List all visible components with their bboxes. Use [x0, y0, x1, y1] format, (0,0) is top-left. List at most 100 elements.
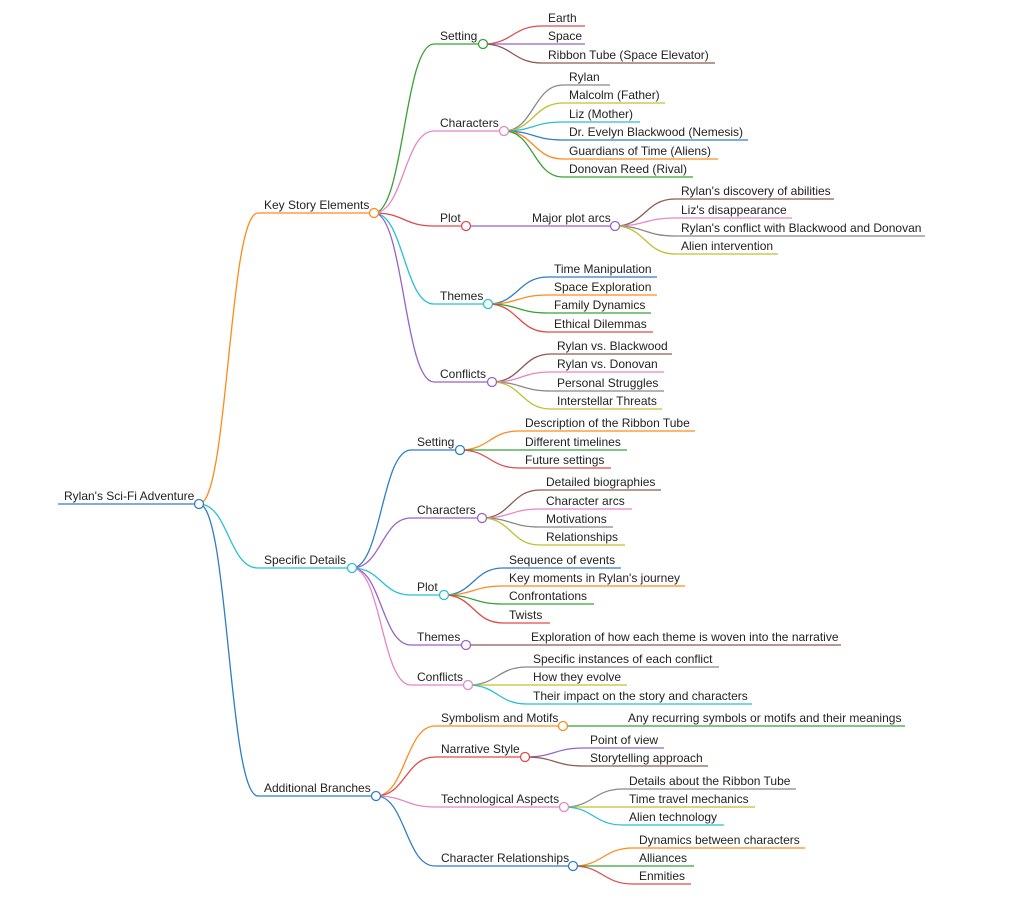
node-label: Donovan Reed (Rival) — [569, 162, 687, 176]
node-key-story-elements[interactable]: Key Story Elements — [258, 198, 380, 219]
collapse-toggle-icon[interactable] — [346, 562, 358, 574]
node-label: Alliances — [639, 851, 687, 865]
node-rylan-s-sci-fi-adventure[interactable]: Rylan's Sci-Fi Adventure — [58, 489, 205, 510]
collapse-toggle-icon[interactable] — [519, 751, 531, 763]
node-storytelling-approach[interactable]: Storytelling approach — [584, 751, 708, 767]
node-label: Setting — [417, 435, 454, 449]
node-label: Rylan — [569, 70, 600, 84]
node-label: Symbolism and Motifs — [441, 711, 558, 725]
node-technological-aspects[interactable]: Technological Aspects — [435, 792, 570, 813]
node-future-settings[interactable]: Future settings — [519, 453, 611, 469]
node-rylan-vs-blackwood[interactable]: Rylan vs. Blackwood — [551, 339, 672, 355]
node-rylan-s-conflict-with-blackwood-and-donovan[interactable]: Rylan's conflict with Blackwood and Dono… — [675, 221, 925, 237]
node-rylan[interactable]: Rylan — [563, 70, 610, 86]
node-twists[interactable]: Twists — [503, 608, 550, 624]
node-narrative-style[interactable]: Narrative Style — [435, 742, 531, 763]
collapse-toggle-icon[interactable] — [462, 679, 474, 691]
node-ribbon-tube-space-elevator[interactable]: Ribbon Tube (Space Elevator) — [542, 48, 715, 64]
collapse-toggle-icon[interactable] — [454, 444, 466, 456]
node-malcolm-father[interactable]: Malcolm (Father) — [563, 88, 665, 104]
collapse-toggle-icon[interactable] — [498, 125, 510, 137]
node-liz-s-disappearance[interactable]: Liz's disappearance — [675, 203, 792, 219]
node-guardians-of-time-aliens[interactable]: Guardians of Time (Aliens) — [563, 144, 718, 160]
node-label: Setting — [440, 29, 477, 43]
node-label: Character arcs — [546, 494, 625, 508]
node-their-impact-on-the-story-and-characters[interactable]: Their impact on the story and characters — [527, 689, 752, 705]
node-dynamics-between-characters[interactable]: Dynamics between characters — [633, 833, 805, 849]
node-conflicts[interactable]: Conflicts — [434, 367, 498, 388]
node-label: Character Relationships — [441, 851, 569, 865]
collapse-toggle-icon[interactable] — [476, 512, 488, 524]
node-confrontations[interactable]: Confrontations — [503, 589, 594, 605]
node-label: Additional Branches — [264, 781, 371, 795]
collapse-toggle-icon[interactable] — [368, 207, 380, 219]
node-earth[interactable]: Earth — [542, 11, 585, 27]
node-family-dynamics[interactable]: Family Dynamics — [548, 298, 651, 314]
node-themes[interactable]: Themes — [434, 289, 494, 310]
node-how-they-evolve[interactable]: How they evolve — [527, 670, 627, 686]
node-donovan-reed-rival[interactable]: Donovan Reed (Rival) — [563, 162, 693, 178]
node-personal-struggles[interactable]: Personal Struggles — [551, 376, 664, 392]
collapse-toggle-icon[interactable] — [370, 790, 382, 802]
node-ethical-dilemmas[interactable]: Ethical Dilemmas — [548, 317, 653, 333]
collapse-toggle-icon[interactable] — [609, 220, 621, 232]
edge-to-specific-instances-of-each-conflict — [467, 666, 528, 686]
node-themes[interactable]: Themes — [411, 630, 472, 651]
node-label: Themes — [440, 289, 483, 303]
node-time-manipulation[interactable]: Time Manipulation — [548, 262, 657, 278]
node-additional-branches[interactable]: Additional Branches — [258, 781, 382, 802]
node-motivations[interactable]: Motivations — [540, 512, 613, 528]
node-space[interactable]: Space — [542, 29, 585, 45]
node-liz-mother[interactable]: Liz (Mother) — [563, 107, 640, 123]
node-interstellar-threats[interactable]: Interstellar Threats — [551, 394, 662, 410]
node-alliances[interactable]: Alliances — [633, 851, 694, 867]
node-rylan-s-discovery-of-abilities[interactable]: Rylan's discovery of abilities — [675, 184, 834, 200]
node-setting[interactable]: Setting — [434, 29, 489, 50]
node-time-travel-mechanics[interactable]: Time travel mechanics — [623, 792, 755, 808]
collapse-toggle-icon[interactable] — [486, 376, 498, 388]
node-any-recurring-symbols-or-motifs-and-their-meanings[interactable]: Any recurring symbols or motifs and thei… — [622, 711, 905, 727]
node-conflicts[interactable]: Conflicts — [411, 670, 474, 691]
node-label: Motivations — [546, 512, 607, 526]
node-character-arcs[interactable]: Character arcs — [540, 494, 632, 510]
node-symbolism-and-motifs[interactable]: Symbolism and Motifs — [435, 711, 569, 732]
collapse-toggle-icon[interactable] — [460, 220, 472, 232]
node-specific-details[interactable]: Specific Details — [258, 553, 358, 574]
node-point-of-view[interactable]: Point of view — [584, 733, 664, 749]
node-relationships[interactable]: Relationships — [540, 530, 625, 546]
collapse-toggle-icon[interactable] — [477, 38, 489, 50]
node-enmities[interactable]: Enmities — [633, 869, 691, 885]
node-plot[interactable]: Plot — [411, 580, 450, 601]
node-alien-technology[interactable]: Alien technology — [623, 810, 724, 826]
node-different-timelines[interactable]: Different timelines — [519, 435, 627, 451]
node-label: Exploration of how each theme is woven i… — [531, 630, 839, 644]
node-label: Ribbon Tube (Space Elevator) — [548, 48, 709, 62]
collapse-toggle-icon[interactable] — [567, 860, 579, 872]
node-detailed-biographies[interactable]: Detailed biographies — [540, 475, 661, 491]
node-label: Twists — [509, 608, 542, 622]
edge-to-key-story-elements — [198, 212, 259, 505]
node-sequence-of-events[interactable]: Sequence of events — [503, 553, 621, 569]
node-dr-evelyn-blackwood-nemesis[interactable]: Dr. Evelyn Blackwood (Nemesis) — [563, 125, 748, 141]
node-specific-instances-of-each-conflict[interactable]: Specific instances of each conflict — [527, 652, 719, 668]
collapse-toggle-icon[interactable] — [193, 498, 205, 510]
node-description-of-the-ribbon-tube[interactable]: Description of the Ribbon Tube — [519, 416, 695, 432]
node-alien-intervention[interactable]: Alien intervention — [675, 239, 778, 255]
collapse-toggle-icon[interactable] — [557, 720, 569, 732]
node-major-plot-arcs[interactable]: Major plot arcs — [526, 211, 621, 232]
collapse-toggle-icon[interactable] — [482, 298, 494, 310]
node-key-moments-in-rylan-s-journey[interactable]: Key moments in Rylan's journey — [503, 571, 685, 587]
node-details-about-the-ribbon-tube[interactable]: Details about the Ribbon Tube — [623, 774, 796, 790]
node-plot[interactable]: Plot — [434, 211, 472, 232]
node-rylan-vs-donovan[interactable]: Rylan vs. Donovan — [551, 357, 664, 373]
collapse-toggle-icon[interactable] — [558, 801, 570, 813]
node-exploration-of-how-each-theme-is-woven-into-the-narrative[interactable]: Exploration of how each theme is woven i… — [525, 630, 841, 646]
node-setting[interactable]: Setting — [411, 435, 466, 456]
node-characters[interactable]: Characters — [411, 503, 488, 524]
node-characters[interactable]: Characters — [434, 116, 510, 137]
edge-to-rylan — [503, 84, 564, 132]
collapse-toggle-icon[interactable] — [460, 639, 472, 651]
node-character-relationships[interactable]: Character Relationships — [435, 851, 579, 872]
node-space-exploration[interactable]: Space Exploration — [548, 280, 657, 296]
collapse-toggle-icon[interactable] — [438, 589, 450, 601]
